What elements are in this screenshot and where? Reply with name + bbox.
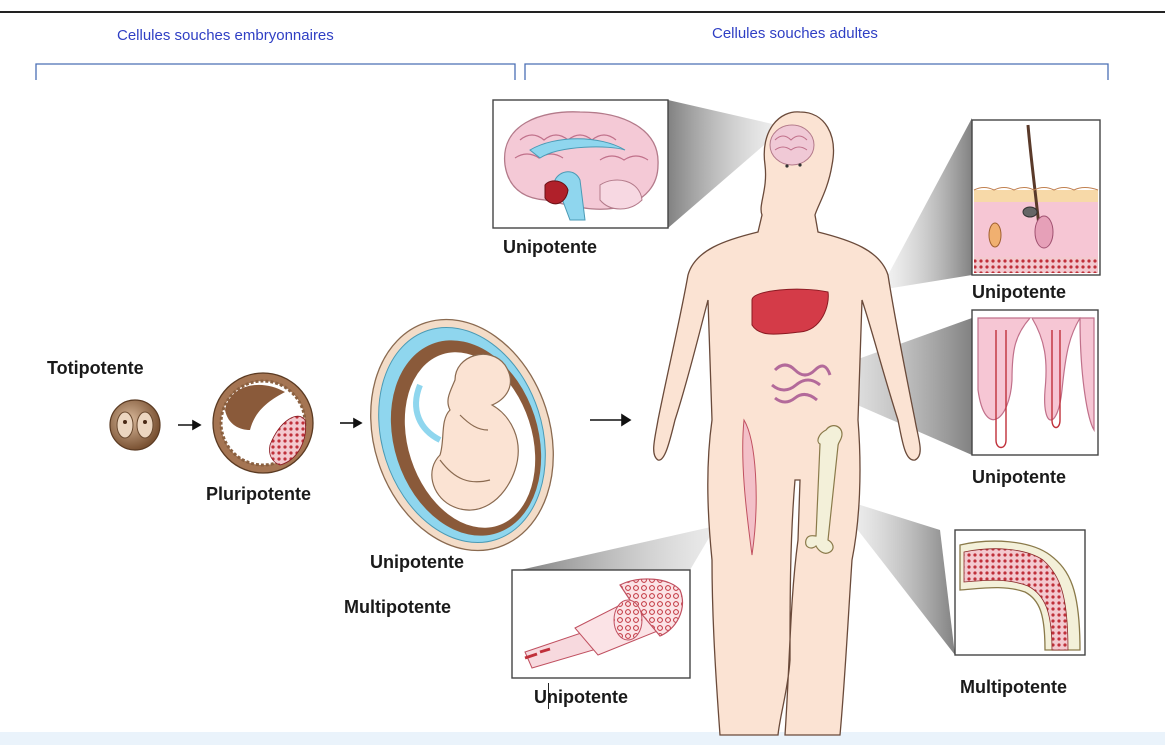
bone-beam <box>838 498 955 655</box>
progression-arrows <box>178 413 632 431</box>
bone-illustration <box>959 540 1081 651</box>
header-embryonic: Cellules souches embryonnaires <box>117 27 334 44</box>
body-bone <box>805 425 843 554</box>
skin-illustration <box>973 124 1099 273</box>
body-intestine <box>771 363 832 404</box>
human-body <box>653 111 921 736</box>
intestine-beam <box>800 318 972 455</box>
label-totipotente: Totipotente <box>47 358 144 378</box>
bottom-band <box>0 732 1165 745</box>
label-intestine-unipotente: Unipotente <box>972 467 1066 487</box>
blastocyst <box>212 372 314 474</box>
label-muscle-unipotente: Unipotente <box>534 687 628 707</box>
label-fetus-multipotente: Multipotente <box>344 597 451 617</box>
label-pluripotente: Pluripotente <box>206 484 312 504</box>
body-liver <box>751 288 829 335</box>
embryonic-bracket <box>35 63 516 80</box>
brain-beam <box>668 100 790 228</box>
intestine-illustration <box>977 317 1095 449</box>
label-fetus-unipotente: Unipotente <box>370 552 464 572</box>
zygote <box>109 399 161 451</box>
fetus <box>370 318 554 552</box>
header-adult: Cellules souches adultes <box>712 25 878 42</box>
label-brain-unipotente: Unipotente <box>503 237 597 257</box>
muscle-illustration <box>524 578 683 669</box>
skin-beam <box>880 118 972 290</box>
brain-illustration <box>504 111 659 221</box>
label-bone-multipotente: Multipotente <box>960 677 1067 697</box>
body-brain <box>769 124 815 166</box>
label-skin-unipotente: Unipotente <box>972 282 1066 302</box>
text-cursor <box>548 683 549 709</box>
muscle-beam <box>520 465 752 570</box>
body-muscle <box>742 418 757 556</box>
adult-bracket <box>524 63 1109 80</box>
